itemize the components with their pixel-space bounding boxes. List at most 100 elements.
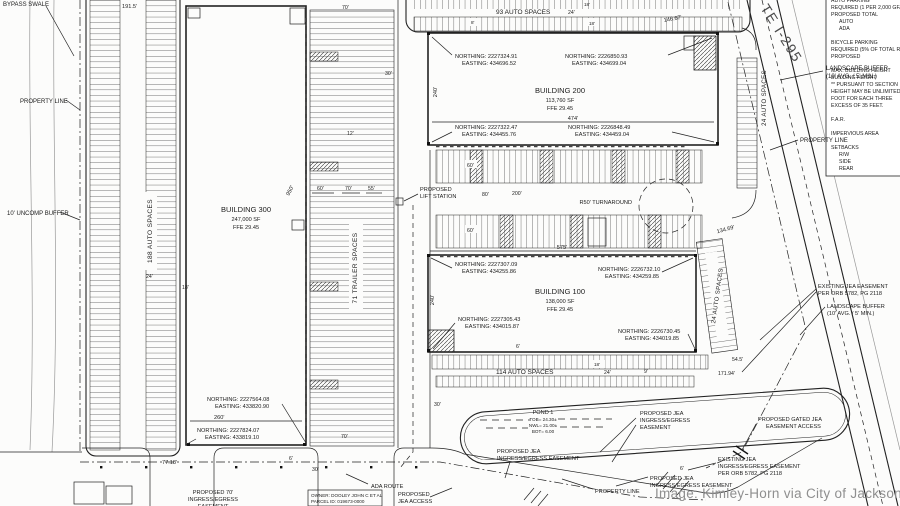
dim-dock-60b: 60': [467, 228, 474, 234]
coord-b100-sw-n: NORTHING: 2227305.43: [458, 317, 520, 323]
legend-line-14: F.A.R.: [831, 117, 845, 123]
building-200: [427, 32, 719, 148]
dim-dock-200: 200': [512, 191, 522, 197]
building-200-name: BUILDING 200: [535, 86, 585, 95]
dim-trailer-70: 70': [341, 434, 348, 440]
dim-bot-9: 9': [644, 369, 648, 375]
legend-line-1: REQUIRED (1 PER 2,000 GFA): [831, 5, 900, 11]
dim-545: 54.5': [732, 357, 743, 363]
right-parking-strip-lower: [695, 238, 738, 354]
property-line-left-label: PROPERTY LINE: [20, 99, 68, 105]
existing-easement-label-2: PER ORB 5782, PG 2118: [818, 291, 882, 297]
property-line-bottom-label: PROPERTY LINE: [595, 489, 640, 495]
legend-line-12: FOOT FOR EACH THREE: [831, 96, 893, 102]
building-300-ffe: FFE 29.45: [233, 225, 259, 231]
dim-left-24: 24': [146, 274, 153, 280]
legend-line-6: REQUIRED (5% OF TOTAL REQ.): [831, 47, 900, 53]
gated-access-label-1: PROPOSED GATED JEA: [758, 417, 822, 423]
right-upper-parking-label: 24 AUTO SPACES: [762, 70, 768, 126]
jea-access-label-2: JEA ACCESS: [398, 499, 432, 505]
coord-b100-ne-n: NORTHING: 2226732.10: [598, 267, 660, 273]
legend-line-19: REAR: [839, 166, 854, 172]
legend-line-18: SIDE: [839, 159, 852, 165]
pond-bot: BOT= 6.00: [532, 429, 555, 434]
pond-nwl: NWL= 21.00±: [529, 423, 558, 428]
legend-line-17: R/W: [839, 152, 849, 158]
dim-b200-240: 240': [433, 87, 439, 97]
building-300-name: BUILDING 300: [221, 205, 271, 214]
building-100-name: BUILDING 100: [535, 287, 585, 296]
dim-bot-18: 18': [594, 362, 600, 367]
dim-left-top: 191.5': [122, 4, 137, 10]
owner-label-2: PARCEL ID: 019673-0000: [311, 499, 365, 504]
ingress70-label-3: EASEMENT: [198, 504, 229, 506]
proposed-jea-right-label-1: PROPOSED JEA: [640, 411, 684, 417]
legend-line-11: HEIGHT MAY BE UNLIMITED: [831, 89, 900, 95]
building-100-sf: 138,000 SF: [546, 299, 576, 305]
bottom-parking-label: 114 AUTO SPACES: [496, 369, 554, 376]
coord-b200-sw-e: EASTING: 434455.76: [462, 132, 516, 138]
dim-mid-30: 30': [434, 402, 441, 408]
proposed-jea-left-label-1: PROPOSED JEA: [497, 449, 541, 455]
building-300: [185, 5, 307, 446]
lift-station-label-2: LIFT STATION: [420, 194, 456, 200]
trailer-parking-label: 71 TRAILER SPACES: [352, 232, 359, 303]
existing-ie-label-2: INGRESS/EGRESS EASEMENT: [718, 464, 801, 470]
building-100-ffe: FFE 29.45: [547, 307, 573, 313]
coord-b200-nw-n: NORTHING: 2227324.91: [455, 54, 517, 60]
dim-dock-60a: 60': [467, 163, 474, 169]
building-200-ffe: FFE 29.45: [547, 106, 573, 112]
image-credit: Image: Kimley-Horn via City of Jacksonvi…: [655, 486, 900, 501]
dim-right-134: 134.69': [716, 225, 735, 236]
owner-box: [307, 489, 383, 506]
left-parking-label: 188 AUTO SPACES: [147, 199, 154, 263]
uncomp-buffer-label: 10' UNCOMP BUFFER: [7, 211, 69, 217]
dim-7718: 77.18': [162, 460, 177, 466]
coord-b100-nw-e: EASTING: 434255.86: [462, 269, 516, 275]
top-parking-lot: [405, 0, 751, 33]
gated-access-label-2: EASEMENT ACCESS: [766, 424, 821, 430]
dim-top-18b: 18': [589, 21, 595, 26]
bottom-parking-lot: [431, 354, 709, 388]
bypass-swale-label: BYPASS SWALE: [3, 2, 49, 8]
coord-b200-nw-e: EASTING: 434696.52: [462, 61, 516, 67]
dim-top-8: 8': [471, 20, 475, 25]
landscape-buffer-top-label-2: (10' AVG. / 5' MIN.): [826, 74, 877, 80]
dim-row-70: 70': [345, 186, 352, 192]
landscape-buffer-mid-label-1: LANDSCAPE BUFFER: [827, 304, 885, 310]
dim-b100-575: 575': [557, 245, 567, 251]
coord-b300-sl-e: EASTING: 433819.10: [205, 435, 259, 441]
coord-b300-sl-n: NORTHING: 2227824.07: [197, 428, 259, 434]
proposed-jea-right-label-2: INGRESS/EGRESS: [640, 418, 690, 424]
ingress70-label-1: PROPOSED 70': [193, 490, 234, 496]
coord-b200-ne-e: EASTING: 434699.04: [572, 61, 626, 67]
dim-aisle-12: 12': [347, 131, 354, 137]
coord-b100-ne-e: EASTING: 434259.85: [605, 274, 659, 280]
dim-row-60: 60': [317, 186, 324, 192]
coord-b100-se-e: EASTING: 434019.85: [625, 336, 679, 342]
right-parking-strip-upper: [731, 27, 758, 219]
dim-bot-6a: 6': [289, 456, 293, 462]
dim-top-24: 24': [568, 10, 575, 16]
owner-label-1: OWNER: DOOLEY JOHN C ET AL: [311, 493, 383, 498]
dim-aisle-30: 30': [385, 71, 392, 77]
dim-aisle-70: 70': [342, 5, 349, 11]
dim-b100-6: 6': [516, 344, 520, 350]
legend-line-7: PROPOSED: [831, 54, 861, 60]
ingress70-label-2: INGRESS/EGRESS: [188, 497, 238, 503]
jea-access-label-1: PROPOSED: [398, 492, 430, 498]
dim-bot-30: 30': [312, 467, 319, 473]
dim-bot-24: 24': [604, 370, 611, 376]
left-margin-linework: [0, 0, 82, 453]
coord-b100-sw-e: EASTING: 434015.87: [465, 324, 519, 330]
existing-easement-label-1: EXISTING JEA EASEMENT: [818, 284, 889, 290]
building-100: [427, 250, 697, 353]
proposed-jea-bottom-label-1: PROPOSED JEA: [650, 476, 694, 482]
dim-bot-6b: 6': [680, 466, 684, 472]
legend-line-0: AUTO PARKING: [831, 0, 870, 4]
coord-b200-ne-n: NORTHING: 2226850.93: [565, 54, 627, 60]
center-drive-aisle: [397, 0, 431, 469]
landscape-buffer-top-label-1: LANDSCAPE BUFFER: [826, 66, 889, 72]
